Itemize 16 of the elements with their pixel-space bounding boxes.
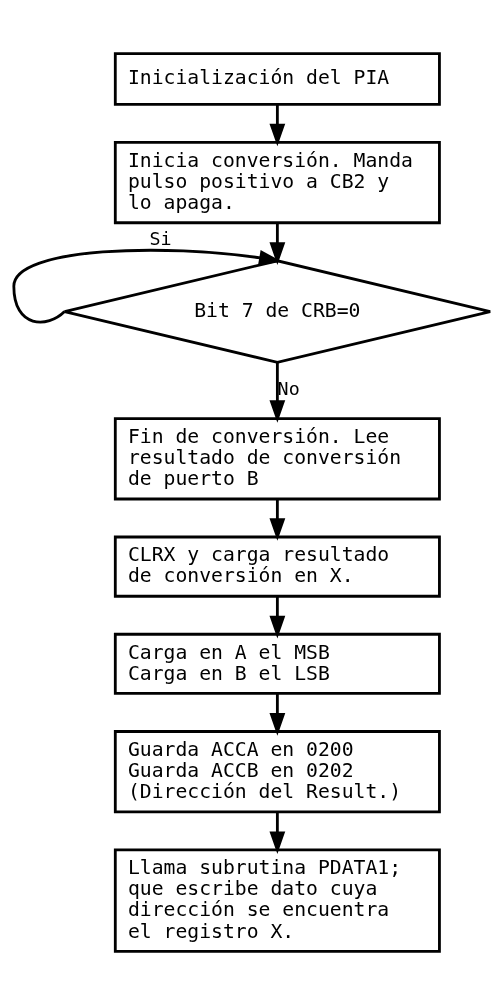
- edge-label: Si: [149, 227, 172, 249]
- node-diamond: Bit 7 de CRB=0: [63, 258, 492, 364]
- arrow: [269, 362, 286, 423]
- node-box: Fin de conversión. Lee resultado de conversión de puerto B: [113, 416, 441, 500]
- node-box: Llama subrutina PDATA1; que escribe dato cuya dirección se encuentra el registro X.: [113, 848, 441, 953]
- arrow: [269, 222, 286, 265]
- arrow: [269, 104, 286, 146]
- node-box: Inicialización del PIA: [113, 51, 441, 106]
- node-box: CLRX y carga resultado de conversión en X.: [113, 535, 441, 598]
- arrow: [269, 498, 286, 541]
- node-box: Guarda ACCA en 0200 Guarda ACCB en 0202 (Dirección del Result.): [113, 729, 441, 813]
- arrow: [269, 811, 286, 854]
- arrow: [269, 693, 286, 736]
- arrow: [269, 595, 286, 638]
- node-box: Carga en A el MSB Carga en B el LSB: [113, 632, 441, 695]
- node-box: Inicia conversión. Manda pulso positivo a CB2 y lo apaga.: [113, 140, 441, 224]
